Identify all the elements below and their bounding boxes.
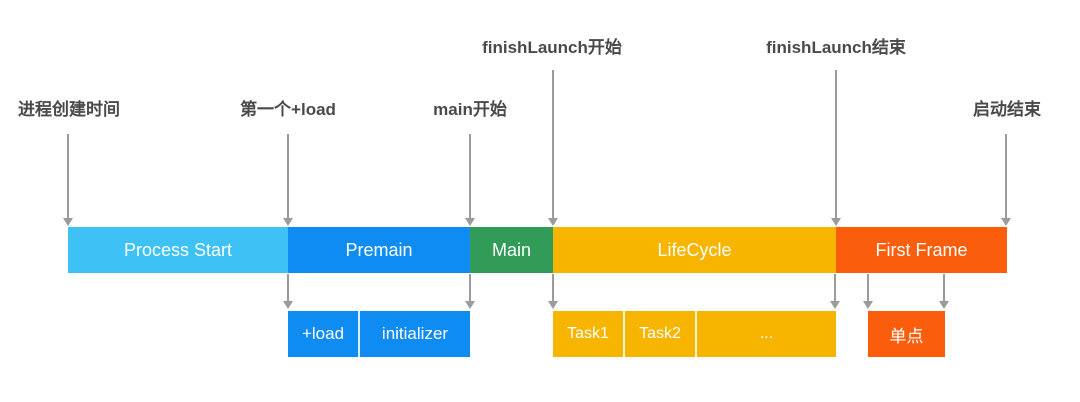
segment-premain: Premain [288,227,470,273]
marker-label-main-start: main开始 [433,100,507,119]
arrow-lifecycle-detail-left [548,274,558,309]
segment-process-start: Process Start [68,227,288,273]
arrow-premain-detail-right [465,274,475,309]
subsegment-task2: Task2 [623,311,695,357]
arrow-shaft [469,274,471,302]
arrow-launch-end [1001,134,1011,226]
arrow-first-frame-detail-right [939,274,949,309]
marker-label-process-created: 进程创建时间 [18,100,120,119]
arrow-head-icon [939,301,949,309]
arrow-head-icon [863,301,873,309]
arrow-head-icon [548,218,558,226]
subsegment-task1: Task1 [553,311,623,357]
arrow-shaft [552,274,554,302]
marker-label-finishlaunch-start: finishLaunch开始 [482,38,622,57]
marker-label-first-load: 第一个+load [240,100,336,119]
arrow-finishlaunch-end [831,70,841,226]
arrow-shaft [469,134,471,219]
subsegment-initializer: initializer [358,311,470,357]
premain-detail-bar: +load initializer [288,311,470,357]
first-frame-detail-bar: 单点 [868,311,945,357]
arrow-head-icon [283,218,293,226]
arrow-shaft [287,134,289,219]
timeline-bar: Process Start Premain Main LifeCycle Fir… [68,227,1007,273]
arrow-head-icon [465,301,475,309]
subsegment-spot: 单点 [868,311,945,357]
arrow-head-icon [1001,218,1011,226]
segment-main: Main [470,227,553,273]
segment-first-frame: First Frame [836,227,1007,273]
arrow-head-icon [283,301,293,309]
arrow-finishlaunch-start [548,70,558,226]
arrow-head-icon [830,301,840,309]
marker-label-finishlaunch-end: finishLaunch结束 [766,38,906,57]
arrow-main-start [465,134,475,226]
subsegment-task-more: ... [695,311,836,357]
arrow-first-load [283,134,293,226]
arrow-shaft [552,70,554,219]
arrow-premain-detail-left [283,274,293,309]
arrow-process-created [63,134,73,226]
arrow-shaft [67,134,69,219]
arrow-shaft [287,274,289,302]
lifecycle-detail-bar: Task1 Task2 ... [553,311,836,357]
marker-label-launch-end: 启动结束 [973,100,1041,119]
arrow-lifecycle-detail-right [830,274,840,309]
arrow-head-icon [63,218,73,226]
arrow-shaft [835,70,837,219]
arrow-head-icon [548,301,558,309]
arrow-first-frame-detail-left [863,274,873,309]
subsegment-load: +load [288,311,358,357]
arrow-shaft [943,274,945,302]
arrow-head-icon [831,218,841,226]
segment-lifecycle: LifeCycle [553,227,836,273]
arrow-shaft [867,274,869,302]
arrow-shaft [1005,134,1007,219]
arrow-shaft [834,274,836,302]
arrow-head-icon [465,218,475,226]
